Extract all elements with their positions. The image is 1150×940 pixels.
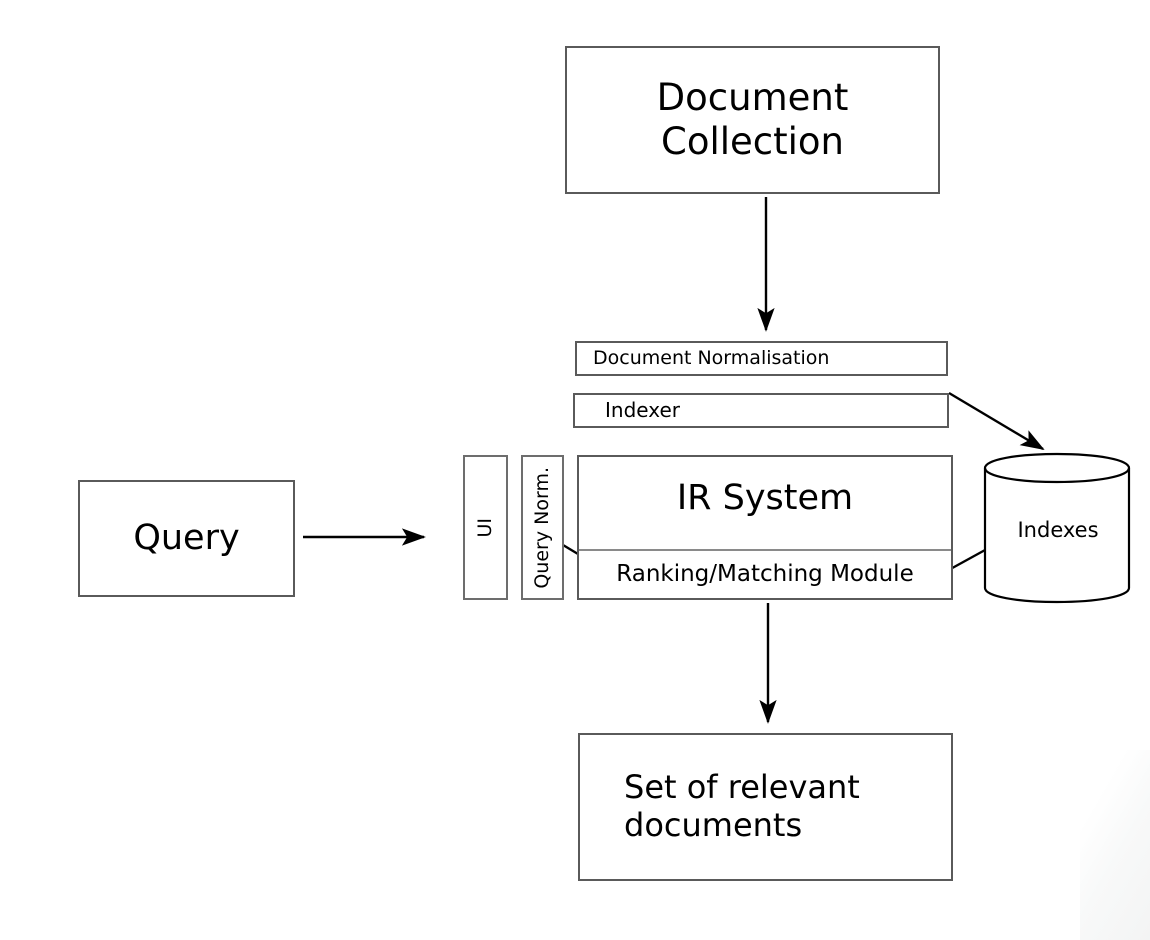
node-document-collection[interactable]: Document Collection (565, 46, 940, 194)
node-set-of-relevant-documents-line2: documents (624, 806, 803, 844)
node-ui[interactable]: UI (463, 455, 508, 600)
node-ranking-module-label: Ranking/Matching Module (616, 560, 914, 587)
edge-indexer-to-indexes (948, 391, 1045, 451)
node-query-label: Query (133, 517, 240, 558)
node-set-of-relevant-documents-line1: Set of relevant (624, 768, 860, 807)
node-set-of-relevant-documents[interactable]: Set of relevant documents (578, 733, 953, 881)
node-set-of-relevant-documents-label: Set of relevant documents (624, 768, 860, 845)
node-ranking-module[interactable]: Ranking/Matching Module (579, 551, 951, 598)
node-query-norm-label: Query Norm. (531, 466, 554, 589)
node-ui-label: UI (474, 517, 497, 538)
node-document-normalisation-label: Document Normalisation (593, 347, 830, 370)
node-query[interactable]: Query (78, 480, 295, 597)
node-ir-system[interactable]: IR System Ranking/Matching Module (577, 455, 953, 600)
node-indexes-label: Indexes (1017, 518, 1099, 542)
node-ir-system-label: IR System (676, 478, 854, 518)
cylinder-icon (983, 452, 1131, 604)
ir-system-divider (579, 549, 951, 551)
node-indexer[interactable]: Indexer (573, 393, 949, 428)
node-indexer-label: Indexer (605, 397, 680, 422)
node-indexes[interactable]: Indexes (983, 452, 1133, 604)
node-query-norm[interactable]: Query Norm. (521, 455, 564, 600)
node-document-normalisation[interactable]: Document Normalisation (575, 341, 948, 376)
node-document-collection-label: Document Collection (656, 76, 849, 163)
